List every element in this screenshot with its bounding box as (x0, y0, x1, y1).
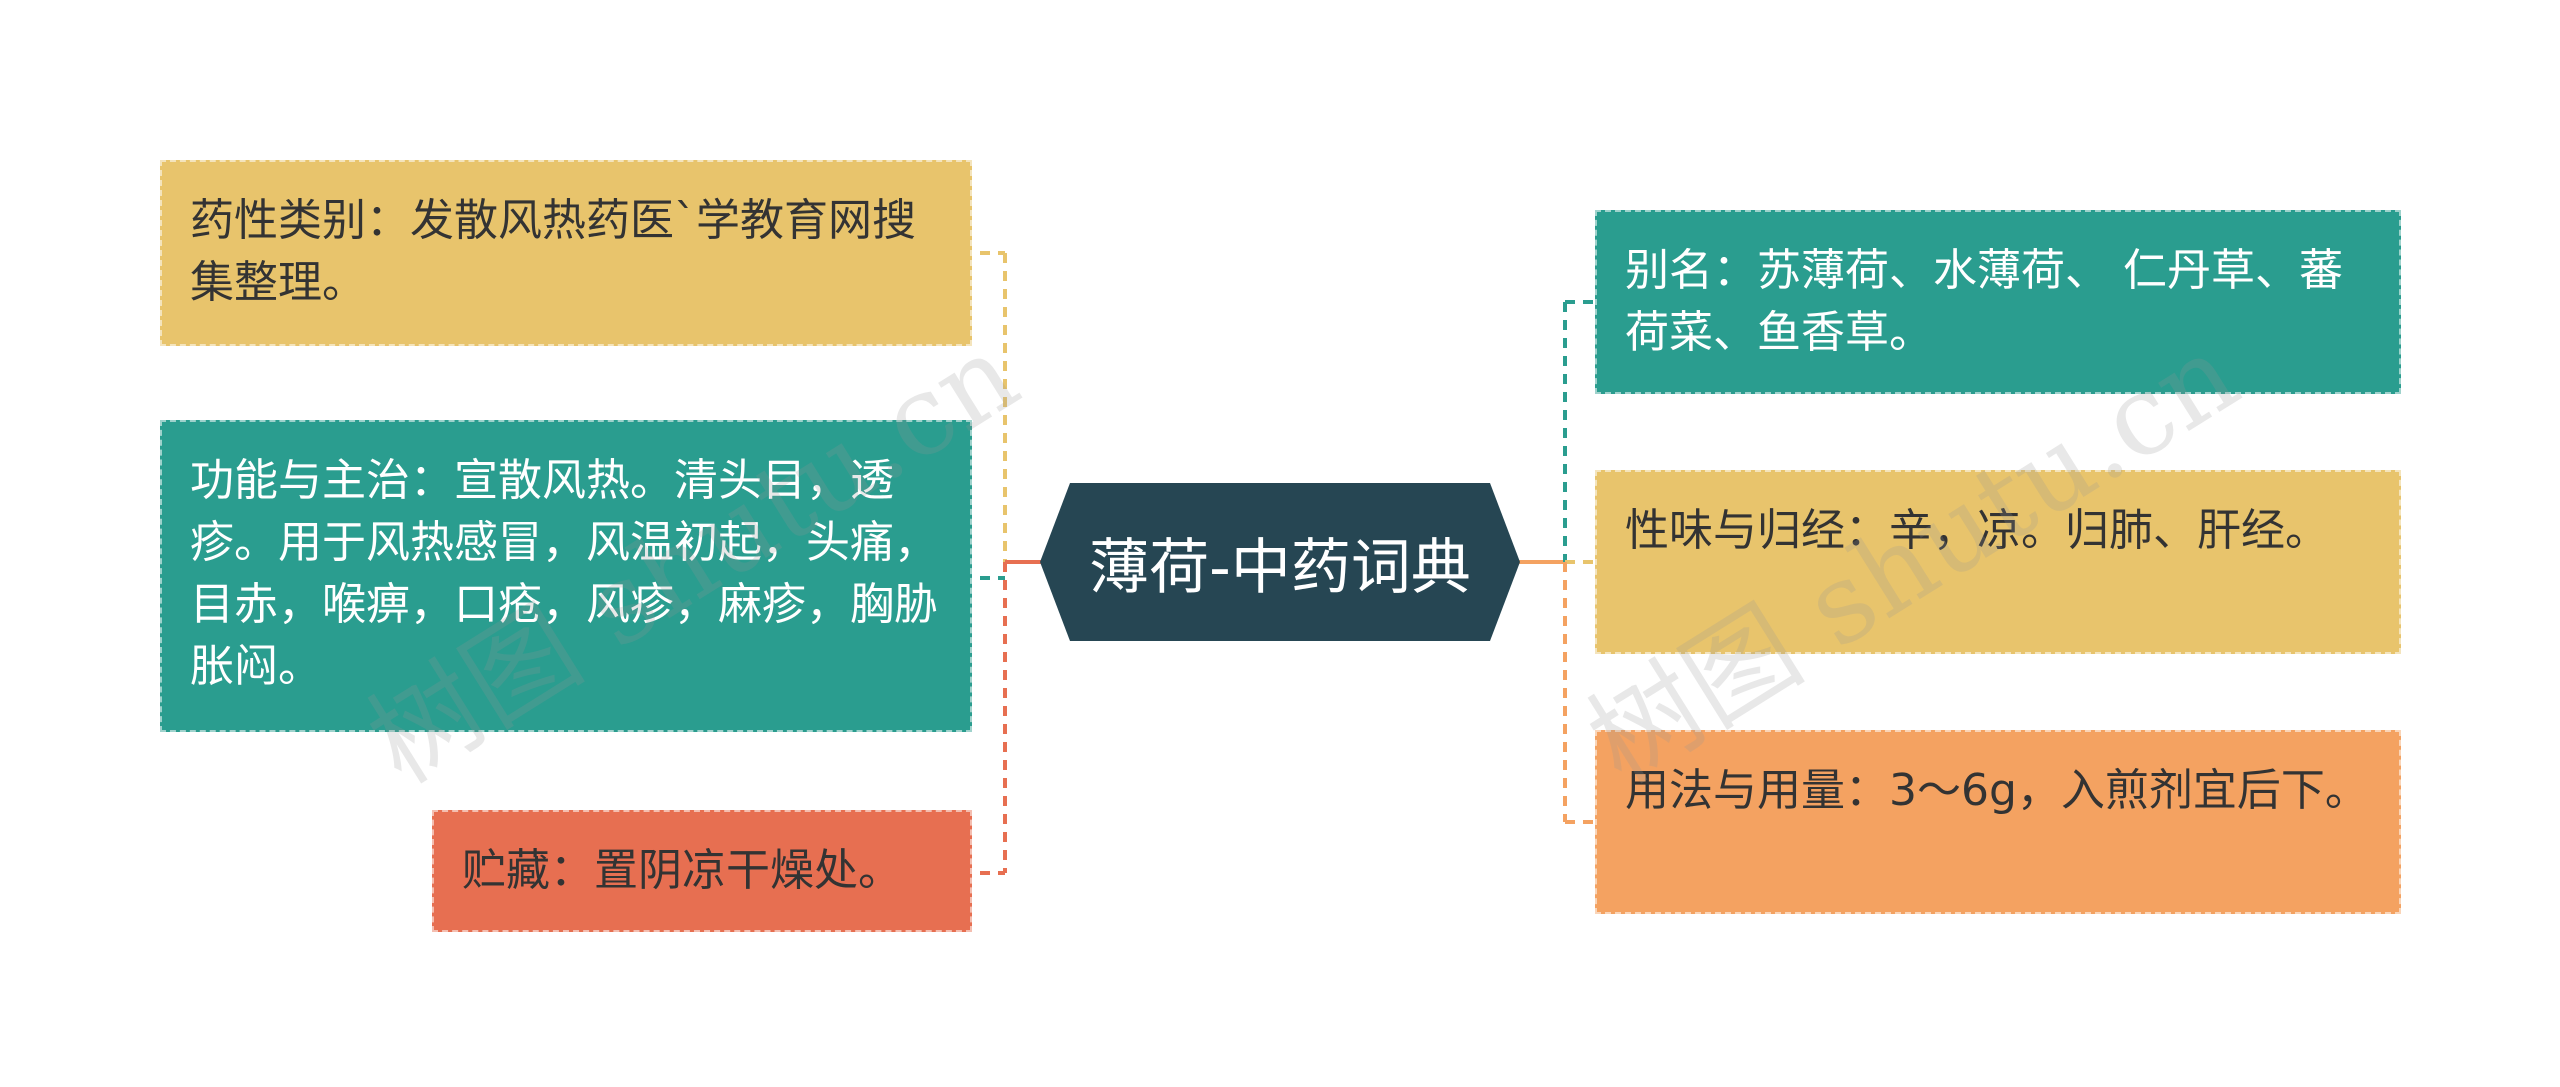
center-hexagon-shape (1040, 483, 1520, 641)
node-function-indication-text: 功能与主治：宣散风热。清头目，透疹。用于风热感冒，风温初起，头痛，目赤，喉痹，口… (190, 455, 938, 692)
node-storage[interactable]: 贮藏：置阴凉干燥处。 (432, 810, 972, 932)
center-topic-title: 薄荷-中药词典 (1089, 532, 1471, 603)
node-drug-category[interactable]: 药性类别：发散风热药医`学教育网搜集整理。 (160, 160, 972, 346)
node-taste-meridian[interactable]: 性味与归经：辛，凉。归肺、肝经。 (1595, 470, 2401, 654)
node-alias-text: 别名：苏薄荷、水薄荷、 仁丹草、蕃荷菜、鱼香草。 (1625, 245, 2343, 358)
node-alias[interactable]: 别名：苏薄荷、水薄荷、 仁丹草、蕃荷菜、鱼香草。 (1595, 210, 2401, 394)
node-taste-meridian-text: 性味与归经：辛，凉。归肺、肝经。 (1625, 505, 2329, 556)
node-usage-dosage[interactable]: 用法与用量：3～6g，入煎剂宜后下。 (1595, 730, 2401, 914)
center-topic[interactable]: 薄荷-中药词典 (1040, 483, 1520, 641)
node-usage-dosage-text: 用法与用量：3～6g，入煎剂宜后下。 (1625, 765, 2369, 816)
node-function-indication[interactable]: 功能与主治：宣散风热。清头目，透疹。用于风热感冒，风温初起，头痛，目赤，喉痹，口… (160, 420, 972, 732)
node-drug-category-text: 药性类别：发散风热药医`学教育网搜集整理。 (190, 195, 916, 308)
node-storage-text: 贮藏：置阴凉干燥处。 (462, 845, 902, 896)
